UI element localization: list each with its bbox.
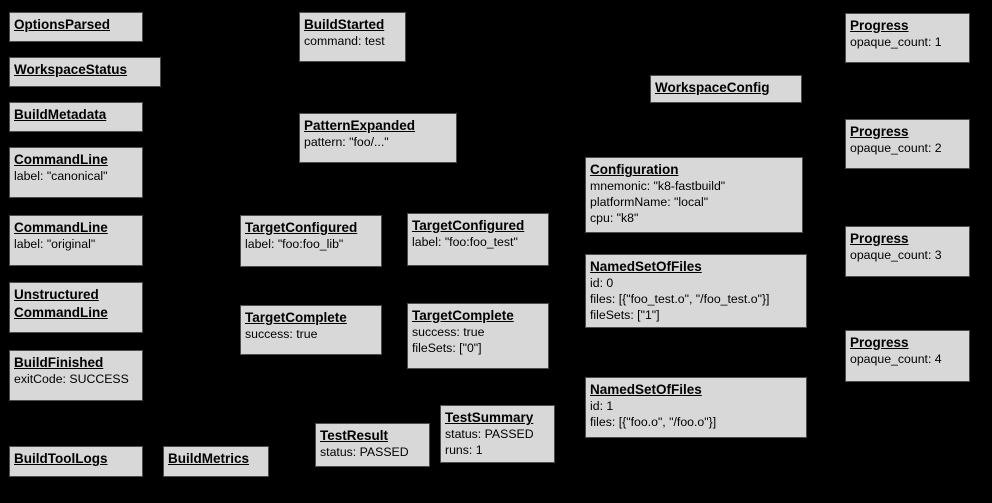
node-field: opaque_count: 2 xyxy=(850,140,942,155)
node-build-tool-logs: BuildToolLogs xyxy=(9,446,143,477)
node-field: platformName: "local" xyxy=(590,194,709,209)
node-field: mnemonic: "k8-fastbuild" xyxy=(590,178,726,193)
node-progress-1: Progress opaque_count: 1 xyxy=(845,13,970,63)
node-progress-4: Progress opaque_count: 4 xyxy=(845,330,970,382)
node-field: files: [{"foo_test.o", "/foo_test.o"}] xyxy=(590,291,770,306)
node-title: Progress xyxy=(850,335,909,350)
node-field: label: "foo:foo_test" xyxy=(412,234,518,249)
node-test-summary: TestSummary status: PASSED runs: 1 xyxy=(440,405,555,463)
node-pattern-expanded: PatternExpanded pattern: "foo/..." xyxy=(299,113,457,163)
node-named-set-of-files-0: NamedSetOfFiles id: 0 files: [{"foo_test… xyxy=(585,254,807,328)
node-field: exitCode: SUCCESS xyxy=(14,371,129,386)
node-command-line-canonical: CommandLine label: "canonical" xyxy=(9,147,143,198)
node-title: TestSummary xyxy=(445,410,534,425)
node-title: WorkspaceConfig xyxy=(655,80,770,95)
node-title: WorkspaceStatus xyxy=(14,62,128,77)
node-title: CommandLine xyxy=(14,152,108,167)
node-title: TargetComplete xyxy=(412,308,514,323)
node-field: fileSets: ["1"] xyxy=(590,307,660,322)
node-title: NamedSetOfFiles xyxy=(590,382,702,397)
node-unstructured-command-line: Unstructured CommandLine xyxy=(9,282,143,333)
node-title: Progress xyxy=(850,231,909,246)
node-title: BuildMetrics xyxy=(168,451,250,466)
node-title-line2: CommandLine xyxy=(14,304,108,320)
node-named-set-of-files-1: NamedSetOfFiles id: 1 files: [{"foo.o", … xyxy=(585,377,807,438)
node-field: opaque_count: 3 xyxy=(850,247,942,262)
node-progress-2: Progress opaque_count: 2 xyxy=(845,119,970,169)
node-title: Configuration xyxy=(590,162,679,177)
node-title: Progress xyxy=(850,18,909,33)
node-title: BuildMetadata xyxy=(14,107,107,122)
node-title: BuildFinished xyxy=(14,355,104,370)
node-field: opaque_count: 4 xyxy=(850,351,942,366)
node-field: id: 0 xyxy=(590,275,614,290)
node-title: BuildStarted xyxy=(304,17,385,32)
node-target-complete-foo-lib: TargetComplete success: true xyxy=(240,305,382,355)
node-workspace-config: WorkspaceConfig xyxy=(650,75,802,103)
node-target-configured-foo-lib: TargetConfigured label: "foo:foo_lib" xyxy=(240,215,382,267)
node-field: runs: 1 xyxy=(445,442,483,457)
node-command-line-original: CommandLine label: "original" xyxy=(9,215,143,266)
node-title: NamedSetOfFiles xyxy=(590,259,702,274)
node-options-parsed: OptionsParsed xyxy=(9,12,143,42)
node-build-metadata: BuildMetadata xyxy=(9,102,143,132)
node-field: pattern: "foo/..." xyxy=(304,134,389,149)
node-field: status: PASSED xyxy=(320,444,409,459)
node-title: TargetConfigured xyxy=(245,220,358,235)
node-field: success: true xyxy=(245,326,318,341)
node-title: CommandLine xyxy=(14,220,108,235)
node-target-configured-foo-test: TargetConfigured label: "foo:foo_test" xyxy=(407,213,549,266)
node-title: TargetConfigured xyxy=(412,218,525,233)
node-title: TargetComplete xyxy=(245,310,347,325)
node-field: opaque_count: 1 xyxy=(850,34,942,49)
node-target-complete-foo-test: TargetComplete success: true fileSets: [… xyxy=(407,303,549,369)
node-field: status: PASSED xyxy=(445,426,534,441)
node-test-result: TestResult status: PASSED xyxy=(315,423,430,467)
node-title: TestResult xyxy=(320,428,389,443)
node-workspace-status: WorkspaceStatus xyxy=(9,57,161,87)
node-field: command: test xyxy=(304,33,385,48)
node-title: Progress xyxy=(850,124,909,139)
node-field: id: 1 xyxy=(590,398,614,413)
node-field: files: [{"foo.o", "/foo.o"}] xyxy=(590,414,717,429)
node-title: BuildToolLogs xyxy=(14,451,108,466)
node-field: fileSets: ["0"] xyxy=(412,340,482,355)
node-field: cpu: "k8" xyxy=(590,210,639,225)
node-build-finished: BuildFinished exitCode: SUCCESS xyxy=(9,350,143,401)
node-configuration: Configuration mnemonic: "k8-fastbuild" p… xyxy=(585,157,803,233)
node-title: PatternExpanded xyxy=(304,118,416,133)
node-build-metrics: BuildMetrics xyxy=(163,446,269,477)
node-field: label: "canonical" xyxy=(14,168,108,183)
node-field: label: "original" xyxy=(14,236,96,251)
node-title: OptionsParsed xyxy=(14,17,111,32)
node-progress-3: Progress opaque_count: 3 xyxy=(845,226,970,277)
node-field: success: true xyxy=(412,324,485,339)
node-build-started: BuildStarted command: test xyxy=(299,12,406,62)
node-field: label: "foo:foo_lib" xyxy=(245,236,344,251)
node-title: Unstructured xyxy=(14,287,99,302)
